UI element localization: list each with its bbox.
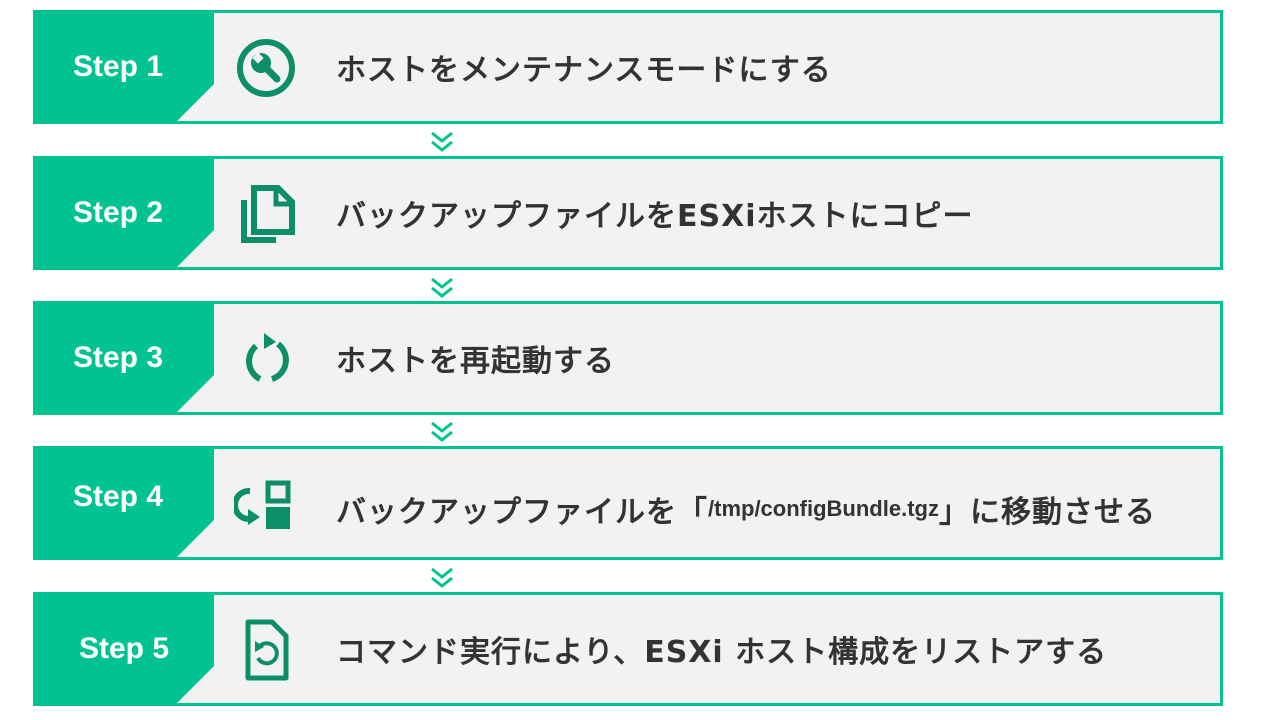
copy-icon [234,182,298,246]
step-tab: Step 3 [33,301,214,415]
restart-icon [234,327,298,391]
step-4: Step 4 バックアップファイルを「/tmp/configBundle.tgz… [33,446,1223,560]
step-5: Step 5 コマンド実行により、ESXi ホスト構成をリストアする [33,592,1223,706]
step-label: Step 4 [72,480,164,513]
step-tab: Step 1 [33,10,214,124]
double-chevron-down-icon [431,131,453,152]
step-label: Step 5 [78,632,170,665]
double-chevron-down-icon [431,277,453,298]
double-chevron-down-icon [431,567,453,588]
step-1: Step 1 ホストをメンテナンスモードにする [33,10,1223,124]
step-tab: Step 2 [33,156,214,270]
step-label: Step 2 [72,196,164,229]
move-icon [231,477,298,541]
step-label: Step 3 [72,341,164,374]
step-text: バックアップファイルを「/tmp/configBundle.tgz」に移動させる [336,455,1156,563]
step-label: Step 1 [72,50,164,83]
step-text: ホストをメンテナンスモードにする [336,53,832,88]
restore-icon [234,618,298,682]
wrench-icon [234,36,298,100]
step-2: Step 2 バックアップファイルをESXiホストにコピー [33,156,1223,270]
step-text-before: バックアップファイルを「 [336,495,708,530]
step-text: ホストを再起動する [336,344,615,379]
step-text-path: /tmp/configBundle.tgz [708,496,939,521]
double-chevron-down-icon [431,421,453,442]
step-tab: Step 5 [33,592,214,706]
step-text: コマンド実行により、ESXi ホスト構成をリストアする [336,635,1108,670]
step-text-after: 」に移動させる [938,495,1156,530]
step-text: バックアップファイルをESXiホストにコピー [336,199,974,234]
step-tab: Step 4 [33,446,214,560]
step-3: Step 3 ホストを再起動する [33,301,1223,415]
